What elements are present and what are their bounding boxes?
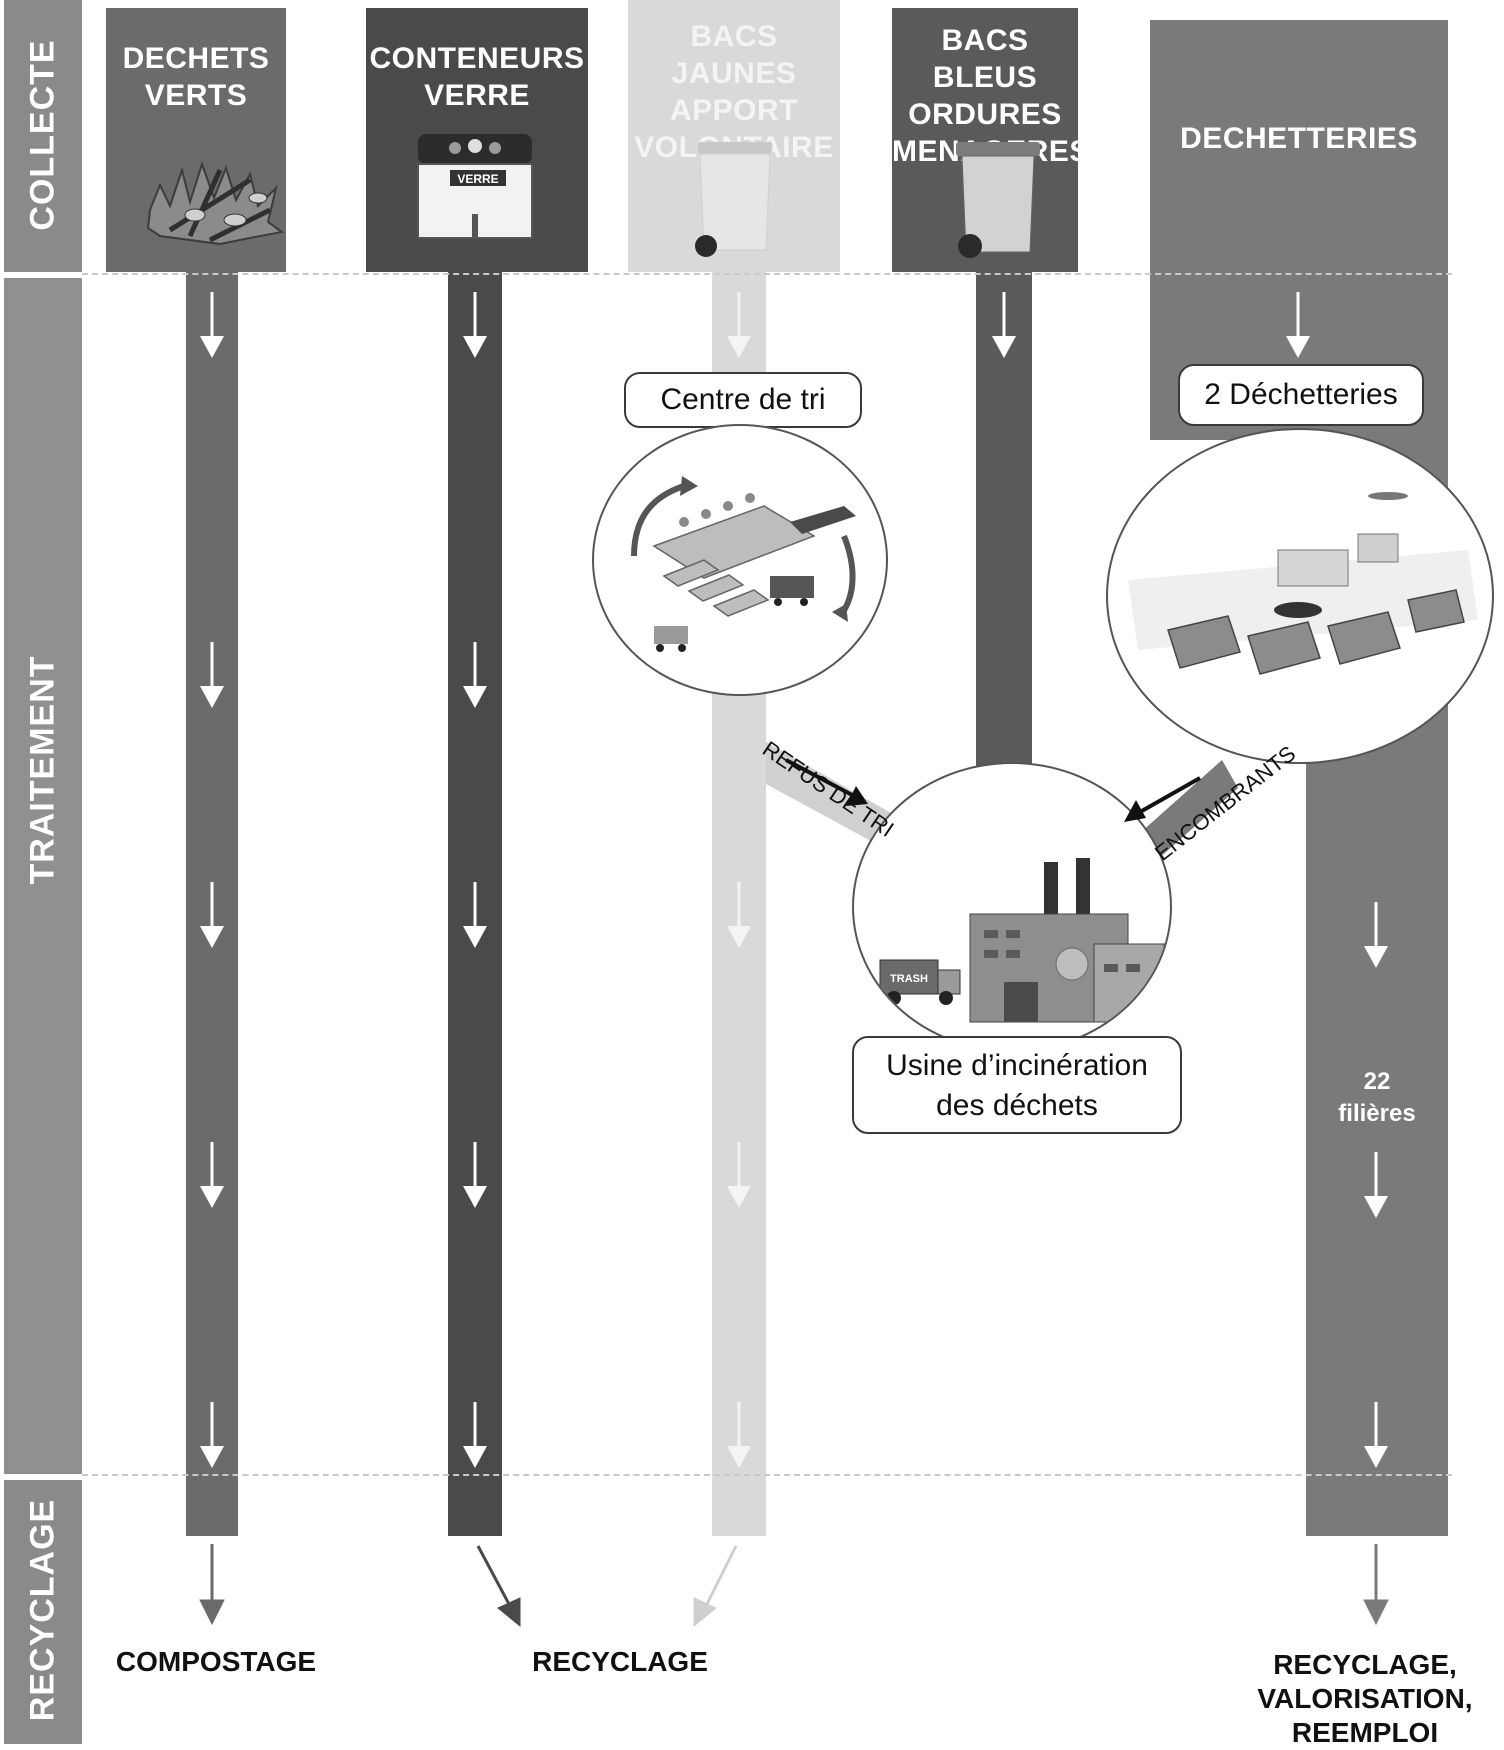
down-arrow-icon xyxy=(1364,1152,1388,1218)
truck-label: TRASH xyxy=(890,973,928,985)
down-arrow-icon xyxy=(463,292,487,358)
refus-de-tri-arrow xyxy=(785,758,868,806)
encombrants-arrow xyxy=(1124,776,1201,822)
down-arrow-icon xyxy=(1286,292,1310,358)
down-arrow-icon xyxy=(463,882,487,948)
output-final: RECYCLAGE,VALORISATION,REEMPLOI xyxy=(1257,1649,1473,1748)
down-arrow-icon xyxy=(463,642,487,708)
down-arrow-icon xyxy=(200,882,224,948)
stage-band-traitement xyxy=(4,278,82,1474)
green-waste-icon xyxy=(146,160,285,246)
down-arrow-icon xyxy=(463,1402,487,1468)
down-arrow-icon xyxy=(200,1402,224,1468)
recycling-center-icon xyxy=(1128,492,1478,675)
down-arrow-icon xyxy=(727,1402,751,1468)
compostage-arrow xyxy=(199,1544,225,1626)
separator-recyclage xyxy=(82,1474,1452,1476)
centre-de-tri-label: Centre de tri xyxy=(624,372,862,428)
down-arrow-icon xyxy=(992,292,1016,358)
down-arrow-icon xyxy=(200,642,224,708)
glass-container-label: VERRE xyxy=(457,172,498,186)
verre-recyclage-arrow xyxy=(476,1545,521,1628)
down-arrow-icon xyxy=(200,292,224,358)
jaunes-recyclage-arrow xyxy=(693,1545,738,1628)
down-arrow-icon xyxy=(463,1142,487,1208)
output-recyclage: RECYCLAGE xyxy=(532,1646,708,1677)
down-arrow-icon xyxy=(1364,1402,1388,1468)
down-arrow-icon xyxy=(727,1142,751,1208)
deux-dechetteries-label: 2 Déchetteries xyxy=(1178,364,1424,426)
yellow-bin-icon xyxy=(695,142,772,257)
down-arrow-icon xyxy=(727,882,751,948)
dechetteries-circle xyxy=(1106,428,1494,764)
output-compostage: COMPOSTAGE xyxy=(115,1646,317,1677)
blue-bin-icon xyxy=(956,142,1040,258)
header-bacs-bleus: BACS BLEUSORDURESMENAGERES xyxy=(892,24,1089,168)
down-arrow-icon xyxy=(727,292,751,358)
down-arrow-icon xyxy=(200,1142,224,1208)
glass-container-icon: VERRE xyxy=(417,134,533,239)
final-output-arrow xyxy=(1363,1544,1389,1626)
stage-band-recyclage xyxy=(4,1480,82,1744)
down-arrow-icon xyxy=(1364,902,1388,968)
stage-band-collecte xyxy=(4,0,82,272)
separator-collecte xyxy=(82,273,1452,275)
sorting-center-icon xyxy=(631,476,856,652)
header-dechetteries: DECHETTERIES xyxy=(1180,122,1418,155)
encombrants-band xyxy=(1132,760,1238,868)
sorting-center-circle xyxy=(592,424,888,696)
